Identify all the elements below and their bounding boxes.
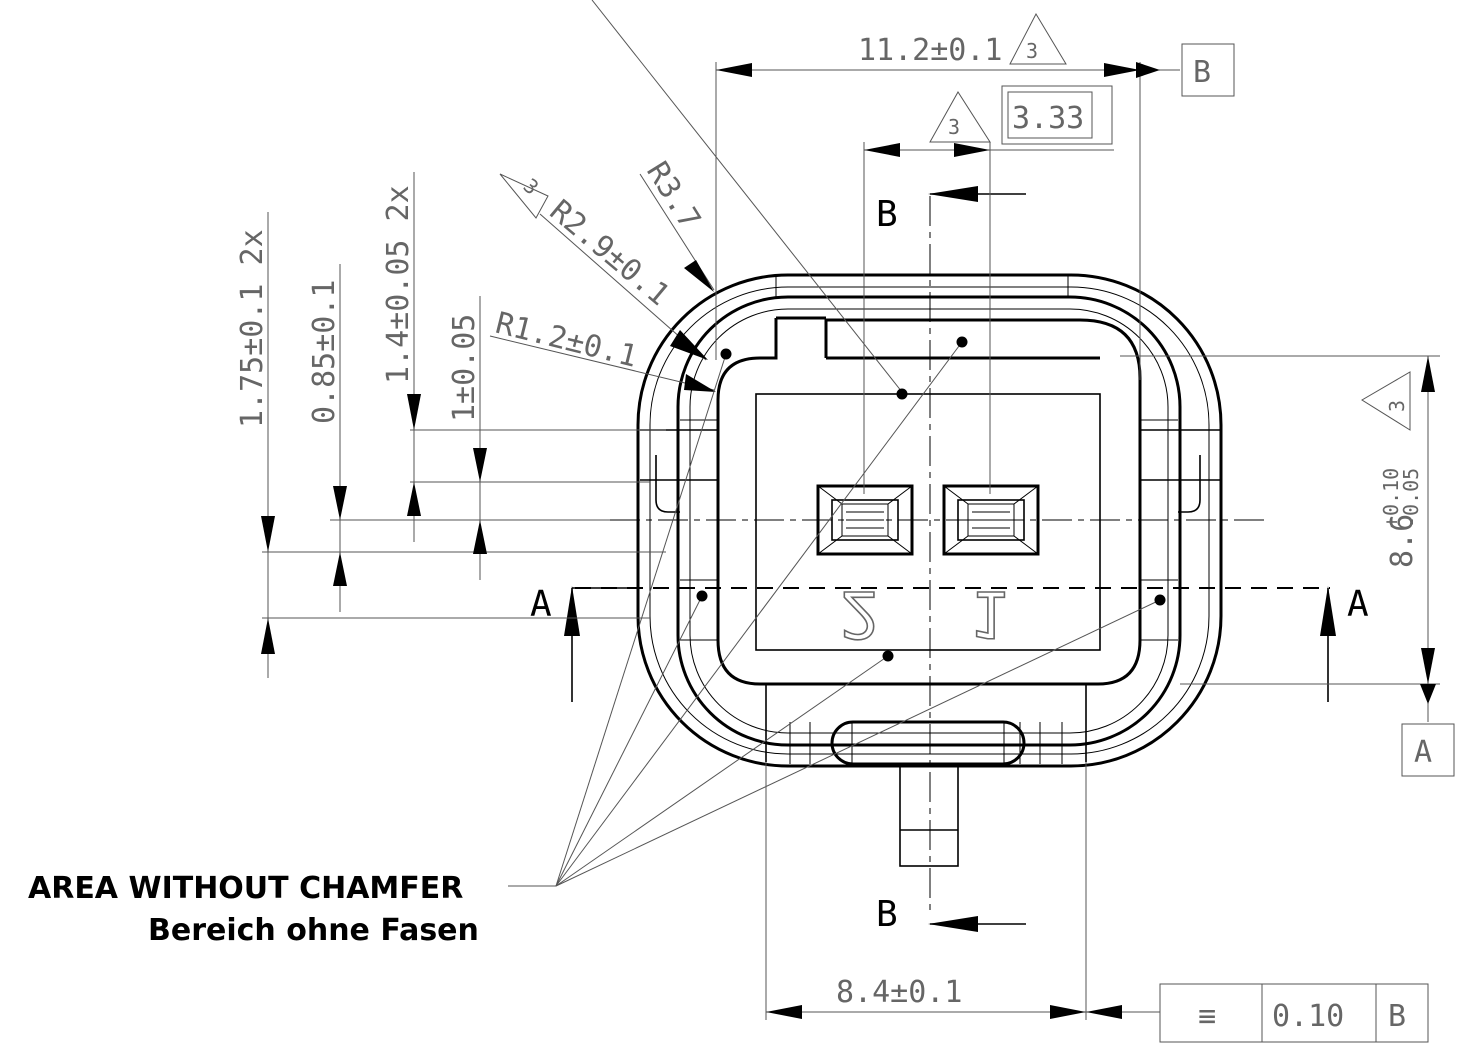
- dim-0-85-text: 0.85±0.1: [307, 280, 342, 425]
- dim-pitch-text: 3.33: [1012, 101, 1084, 136]
- arrow-r2-9: [670, 330, 708, 360]
- note-line-1: AREA WITHOUT CHAMFER: [28, 871, 463, 906]
- flag-8-6: [1361, 371, 1411, 431]
- housing-shroud-inner: [689, 308, 1169, 734]
- arrow-8-6-datum: [1420, 684, 1436, 704]
- arrow-r3-7: [684, 260, 714, 292]
- arrow-0-85-a: [333, 486, 347, 520]
- arrow-1-4-a: [407, 394, 421, 430]
- datum-a-label: A: [1414, 735, 1432, 770]
- section-a-left-arrow: [564, 586, 580, 636]
- flag-pitch-number: 3: [948, 115, 960, 139]
- flag-pitch: [929, 91, 991, 143]
- section-a-right-arrow: [1320, 586, 1336, 636]
- dim-8-4-text: 8.4±0.1: [836, 975, 962, 1010]
- dim-1-4-text: 1.4±0.05 2x: [381, 185, 416, 384]
- arrow-8-4-frame: [1086, 1005, 1122, 1019]
- arrow-8-6-top: [1421, 356, 1435, 392]
- tol-frame: [1159, 983, 1429, 1043]
- arrow-r1-2: [684, 374, 716, 392]
- point-6: [1154, 594, 1166, 606]
- tol-symbol: ≡: [1198, 999, 1216, 1034]
- section-a-left-label: A: [530, 584, 552, 625]
- note-line-2: Bereich ohne Fasen: [148, 913, 479, 948]
- dim-r1-2-text: R1.2±0.1: [492, 306, 641, 375]
- datum-a-box: [1401, 723, 1455, 777]
- point-5: [882, 650, 894, 662]
- flag-11-2-number: 3: [1026, 39, 1038, 63]
- cavity-wall: [716, 318, 1142, 686]
- latch-right: [1140, 429, 1220, 513]
- dim-8-6-label: 8.6 +0.10 -0.05: [1379, 468, 1423, 568]
- dim-8-6-text: 8.6: [1385, 514, 1420, 568]
- section-b-top-arrow: [928, 186, 978, 202]
- section-b-top-label: B: [876, 194, 898, 235]
- flag-r2-9: [499, 173, 549, 219]
- leader-r1-2: [489, 335, 715, 391]
- dim-r3-7-text: R3.7: [639, 156, 707, 236]
- basic-box-pitch-inner: [1007, 91, 1093, 139]
- arrow-11-2-left: [716, 63, 752, 77]
- flag-11-2: [1009, 12, 1067, 65]
- dim-11-2-text: 11.2±0.1: [858, 33, 1003, 68]
- dim-1-text: 1±0.05: [447, 314, 482, 422]
- arrow-11-2-right: [1104, 63, 1140, 77]
- arrow-pitch-left: [864, 143, 900, 157]
- dim-r2-9-text: R2.9±0.1: [543, 193, 676, 313]
- housing-shroud: [676, 295, 1182, 747]
- arrow-8-6-bot: [1421, 648, 1435, 684]
- section-a-right-label: A: [1347, 584, 1369, 625]
- dim-1-75-text: 1.75±0.1 2x: [235, 229, 270, 428]
- point-1: [720, 348, 732, 360]
- arrow-1-4-b: [407, 482, 421, 516]
- stem: [899, 763, 959, 867]
- basic-box-pitch: [1001, 85, 1113, 145]
- arrow-1-a: [473, 448, 487, 482]
- section-b-bottom-label: B: [876, 894, 898, 935]
- point-4: [956, 336, 968, 348]
- point-2: [696, 590, 708, 602]
- arrow-8-4-left: [766, 1005, 802, 1019]
- arrow-pitch-right: [954, 143, 990, 157]
- tol-value: 0.10: [1272, 999, 1344, 1034]
- datum-b-box: [1181, 43, 1235, 97]
- arrow-1-b: [473, 520, 487, 554]
- tol-datum: B: [1388, 999, 1406, 1034]
- lock-tab: [830, 720, 1026, 766]
- flag-r2-9-number: 3: [519, 173, 544, 199]
- dim-8-6-lower: -0.05: [1399, 468, 1423, 528]
- dim-8-6-upper: +0.10: [1379, 468, 1403, 528]
- note-leaders: [508, 341, 1161, 887]
- arrow-0-85-b: [333, 552, 347, 586]
- arrow-11-2-datum: [1136, 62, 1160, 78]
- arrow-8-4-right: [1050, 1005, 1086, 1019]
- pin-body: [755, 393, 1101, 651]
- leader-top-diagonal: [591, 0, 903, 393]
- flag-8-6-number: 3: [1385, 400, 1409, 412]
- arrow-1-75-a: [261, 516, 275, 552]
- arrow-1-75-b: [261, 618, 275, 654]
- point-3: [896, 388, 908, 400]
- section-b-bottom-arrow: [928, 916, 978, 932]
- datum-b-label: B: [1193, 55, 1211, 90]
